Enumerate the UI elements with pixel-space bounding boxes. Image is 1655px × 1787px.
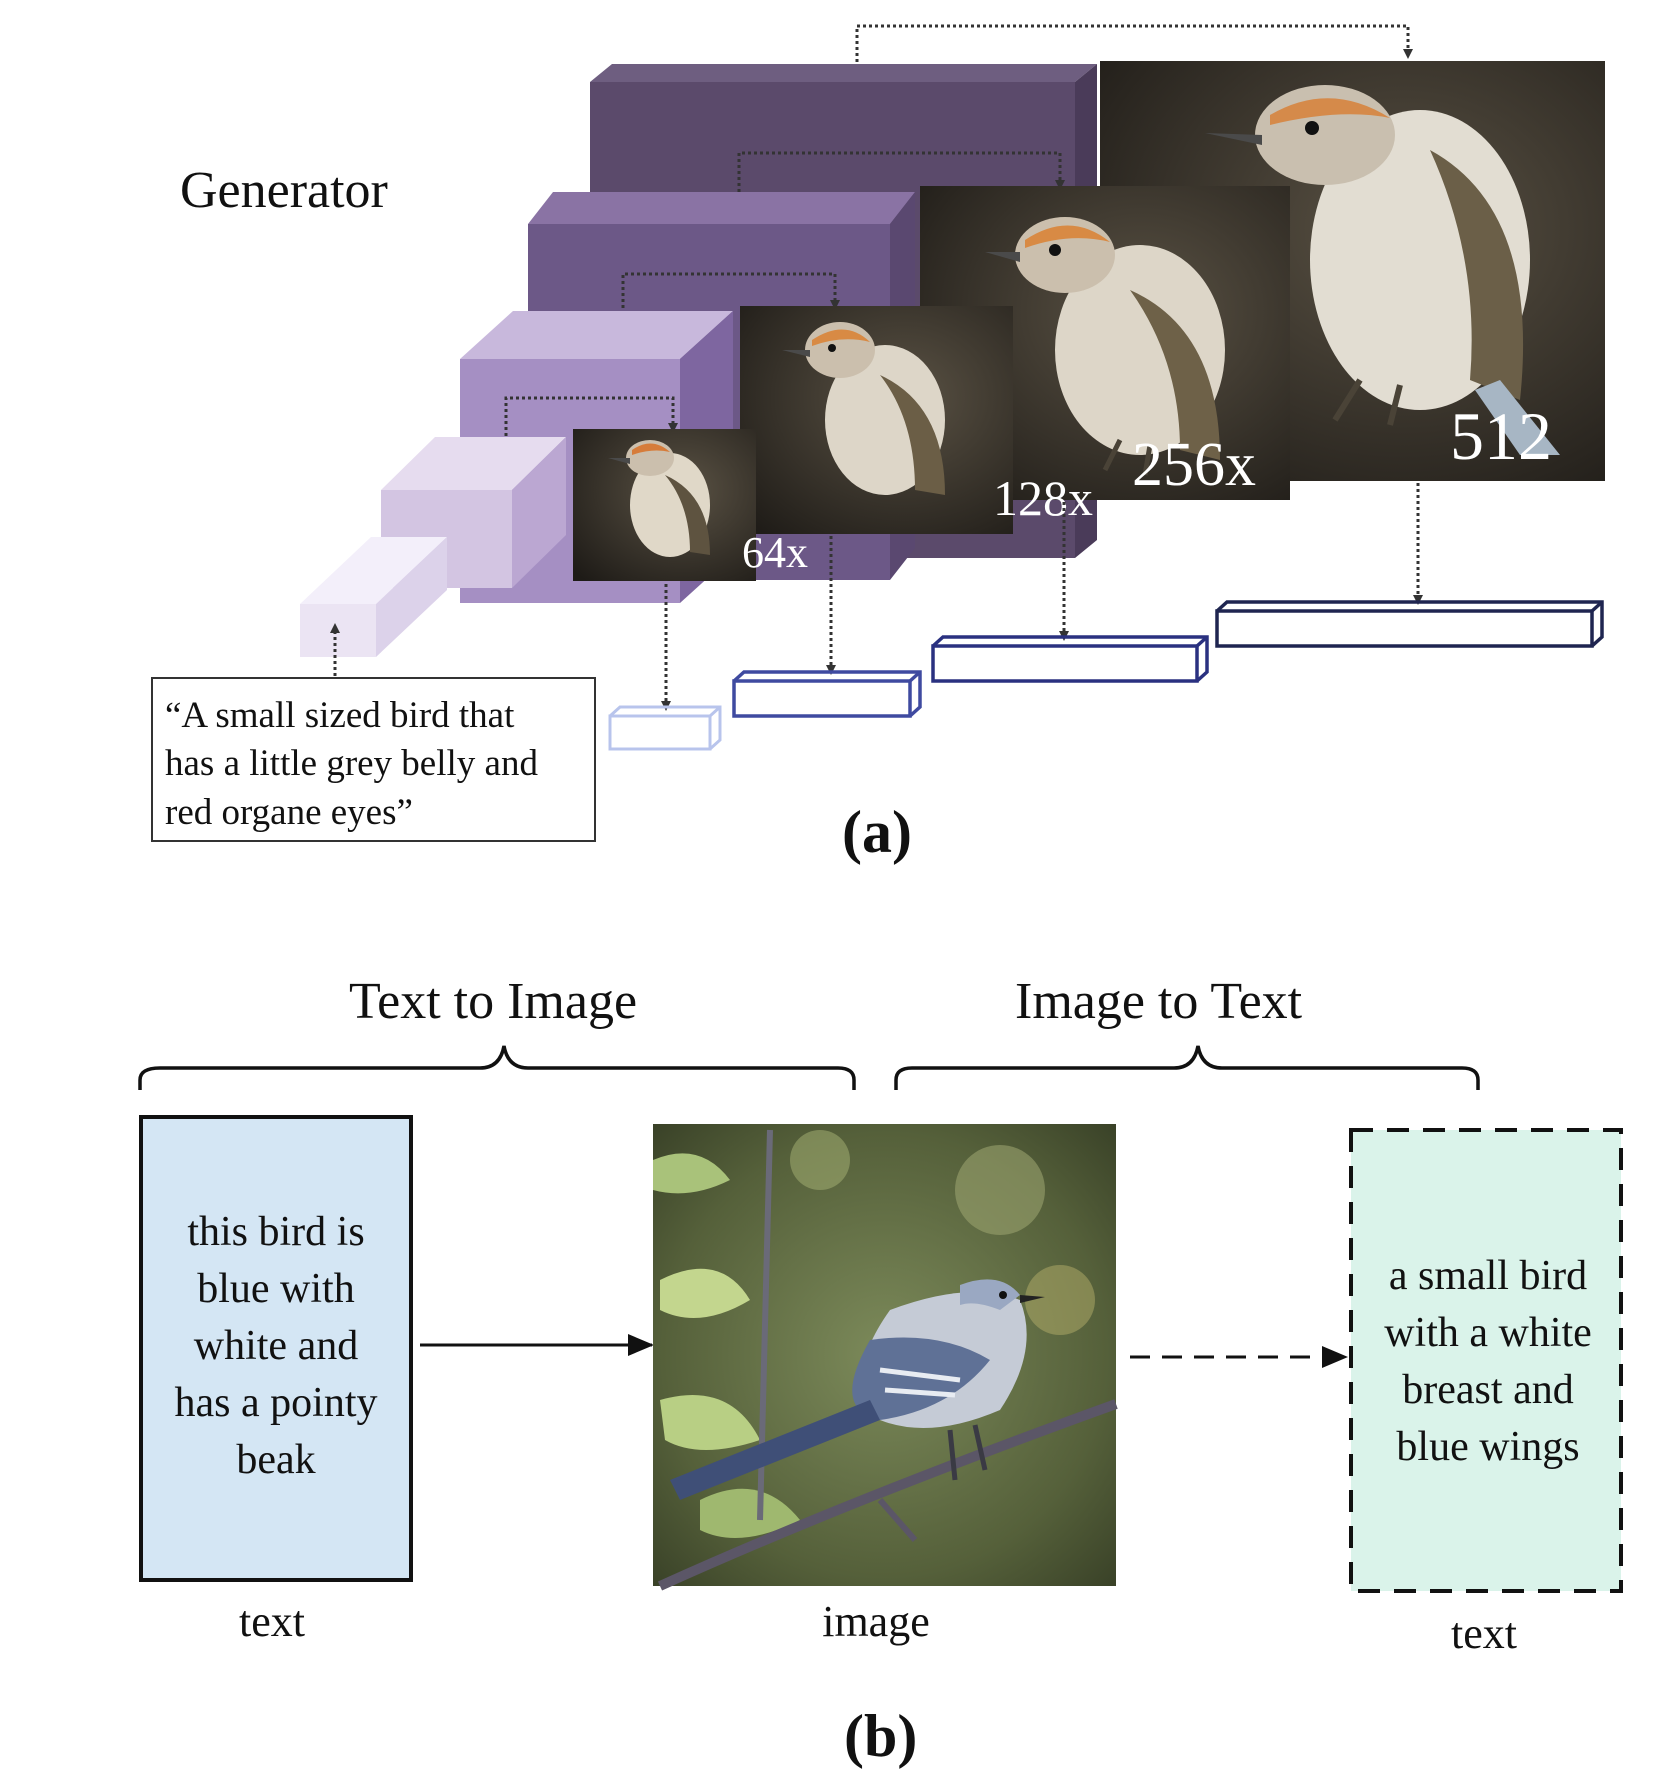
image-label: image <box>822 1597 930 1646</box>
input-text-line-1: this bird is <box>187 1209 364 1255</box>
panel-a: Generator <box>151 24 1605 865</box>
discriminator-block-3 <box>931 635 1209 683</box>
input-text-label: text <box>239 1597 305 1646</box>
generator-title: Generator <box>180 162 388 219</box>
discriminator-block-1 <box>608 705 722 751</box>
output-text-line-1: a small bird <box>1389 1253 1587 1299</box>
stage-label-256x: 256x <box>1132 431 1256 499</box>
stage-label-512: 512 <box>1450 398 1552 474</box>
panel-b: Text to Image Image to Text this bird is… <box>138 973 1623 1769</box>
bird-photo <box>653 1124 1118 1591</box>
output-text-line-3: breast and <box>1402 1367 1573 1413</box>
caption-a: (a) <box>842 799 912 865</box>
skip-connection-2 <box>504 396 678 448</box>
output-text-label: text <box>1451 1609 1517 1658</box>
input-text-box <box>139 1115 413 1582</box>
brace-label-text-to-image: Text to Image <box>349 973 637 1030</box>
input-text-line-4: has a pointy <box>175 1380 378 1426</box>
output-text-line-4: blue wings <box>1396 1424 1579 1470</box>
output-text-line-2: with a white <box>1384 1310 1592 1356</box>
skip-connection-3 <box>621 272 840 320</box>
stage-label-128x: 128x <box>993 470 1093 526</box>
generator-block-1 <box>300 537 447 657</box>
left-brace <box>138 1045 856 1090</box>
caption-b: (b) <box>844 1703 917 1769</box>
discriminator-block-2 <box>732 670 922 718</box>
generated-image-64 <box>573 429 756 581</box>
prompt-line-1: “A small sized bird that <box>165 695 515 736</box>
prompt-box <box>151 677 596 842</box>
skip-connection-4 <box>737 151 1065 210</box>
skip-connection-top <box>855 24 1413 62</box>
discriminator-block-4 <box>1215 600 1604 648</box>
input-text-line-3: white and <box>194 1323 358 1369</box>
stage-label-64x: 64x <box>742 528 808 577</box>
prompt-line-3: red organe eyes” <box>165 792 413 833</box>
input-text-line-2: blue with <box>197 1266 354 1312</box>
input-text-line-5: beak <box>236 1437 315 1483</box>
generated-image-128 <box>740 306 1013 534</box>
brace-label-image-to-text: Image to Text <box>1015 973 1303 1030</box>
right-brace <box>894 1045 1480 1090</box>
output-text-box <box>1349 1128 1623 1593</box>
prompt-line-2: has a little grey belly and <box>165 743 538 784</box>
